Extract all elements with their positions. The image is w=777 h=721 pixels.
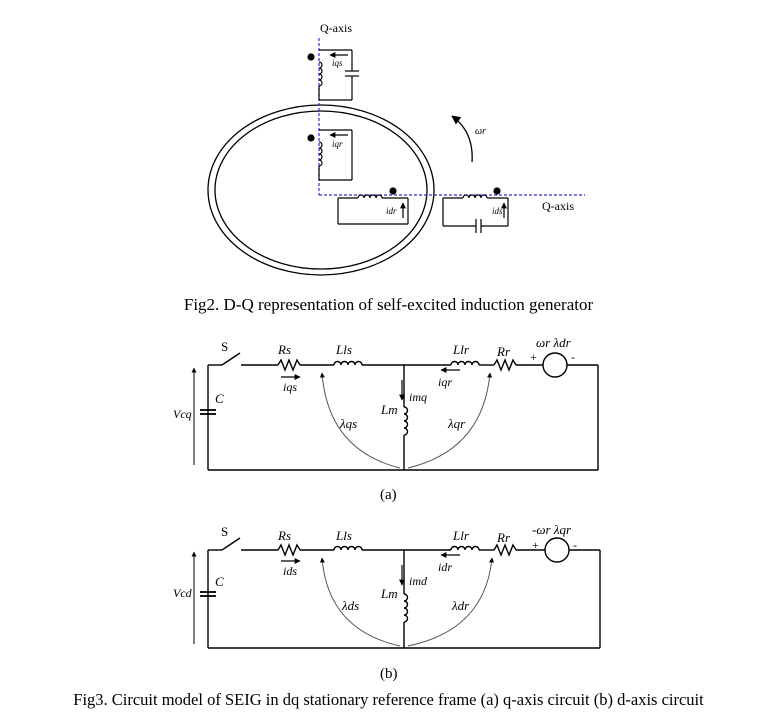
- fig3-caption: Fig3. Circuit model of SEIG in dq statio…: [73, 690, 704, 709]
- fig3a-circuit: [191, 352, 599, 471]
- b-ir-label: idr: [438, 560, 452, 574]
- a-plus: +: [530, 350, 537, 364]
- b-switch-label: S: [221, 524, 228, 539]
- b-lls-label: Lls: [335, 528, 352, 543]
- b-llr-label: Llr: [452, 528, 470, 543]
- b-is-label: ids: [283, 564, 297, 578]
- b-lambda-r: λdr: [451, 598, 470, 613]
- a-lambda-r: λqr: [447, 416, 466, 431]
- b-v-label: Vcd: [173, 586, 193, 600]
- a-sub-caption: (a): [380, 487, 397, 503]
- fig3b-circuit: [191, 537, 601, 649]
- switch-a: [221, 352, 241, 366]
- a-v-label: Vcq: [173, 407, 192, 421]
- rotation-arrow: [451, 115, 473, 163]
- b-minus: -: [573, 538, 577, 552]
- b-im-label: imd: [409, 574, 428, 588]
- fig2-diagram: Q-axis Q-axis iqs iqr: [207, 21, 585, 276]
- vertical-axis-label: Q-axis: [320, 21, 352, 35]
- b-source-label: -ωr λqr: [532, 522, 572, 537]
- a-lls-label: Lls: [335, 342, 352, 357]
- stator-inner-ring: [214, 110, 428, 270]
- b-sub-caption: (b): [380, 666, 398, 682]
- i-qr-label: iqr: [332, 139, 343, 149]
- a-llr-label: Llr: [452, 342, 470, 357]
- stator-outer-ring: [207, 104, 435, 276]
- b-lm-label: Lm: [380, 586, 398, 601]
- qs-winding: [307, 49, 359, 101]
- a-minus: -: [571, 350, 575, 364]
- switch-b: [221, 537, 241, 551]
- omega-r-label: ωr: [475, 126, 486, 137]
- fig2-caption: Fig2. D-Q representation of self-excited…: [183, 295, 594, 314]
- horizontal-axis-label: Q-axis: [542, 199, 574, 213]
- dr-winding: [337, 187, 409, 225]
- a-switch-label: S: [221, 339, 228, 354]
- b-rs-label: Rs: [277, 528, 291, 543]
- i-ds-label: ids: [492, 206, 503, 216]
- a-ir-label: iqr: [438, 375, 452, 389]
- b-lambda-s: λds: [341, 598, 359, 613]
- a-c-label: C: [215, 391, 224, 406]
- i-qs-label: iqs: [332, 58, 343, 68]
- a-source-label: ωr λdr: [536, 335, 572, 350]
- a-rr-label: Rr: [496, 344, 511, 359]
- i-dr-label: idr: [386, 206, 397, 216]
- fig3b-labels: S Rs Lls Llr Rr -ωr λqr + - ids idr imd …: [173, 522, 577, 682]
- a-rs-label: Rs: [277, 342, 291, 357]
- ds-winding: [442, 187, 509, 233]
- b-c-label: C: [215, 574, 224, 589]
- b-plus: +: [532, 538, 539, 552]
- a-im-label: imq: [409, 390, 427, 404]
- qr-winding: [307, 129, 353, 181]
- fig3a-labels: S Rs Lls Llr Rr ωr λdr + - iqs iqr imq L…: [173, 335, 575, 503]
- a-lambda-s: λqs: [339, 416, 357, 431]
- b-rr-label: Rr: [496, 530, 511, 545]
- a-is-label: iqs: [283, 380, 297, 394]
- a-lm-label: Lm: [380, 402, 398, 417]
